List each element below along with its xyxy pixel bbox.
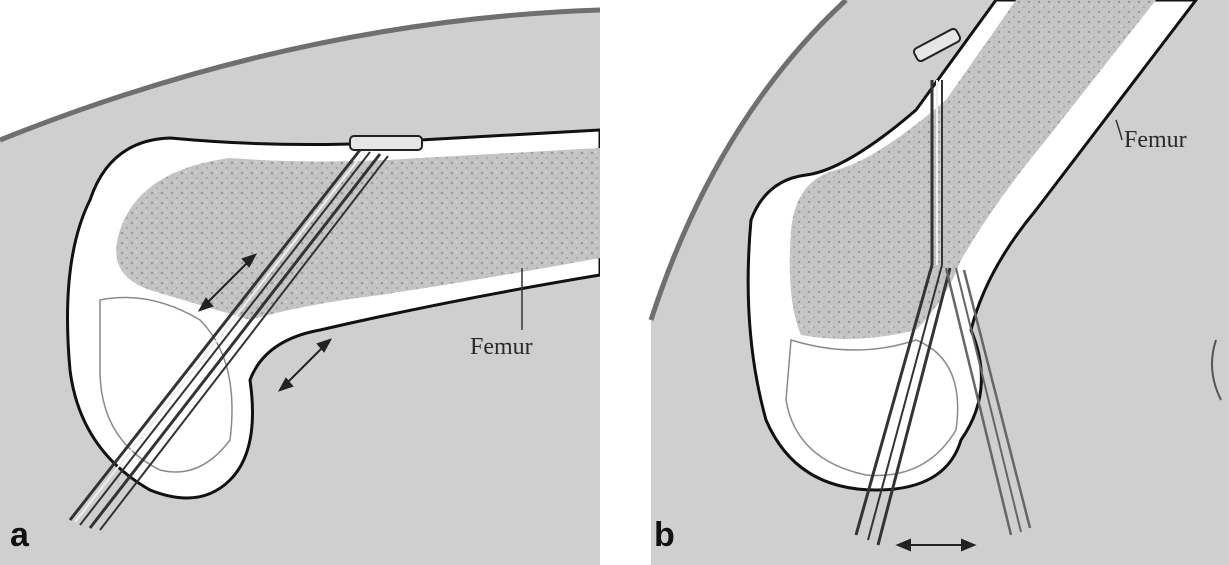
endobutton-plate-a [350, 136, 422, 150]
panel-label-a: a [10, 518, 29, 552]
panel-a-illustration [0, 0, 600, 565]
panel-label-b: b [654, 518, 675, 552]
panel-a: Femur a [0, 0, 600, 565]
femur-label-b: Femur [1124, 128, 1187, 152]
femur-label-a: Femur [470, 335, 533, 359]
panel-b: Femur b [616, 0, 1229, 565]
panel-b-illustration [616, 0, 1229, 565]
